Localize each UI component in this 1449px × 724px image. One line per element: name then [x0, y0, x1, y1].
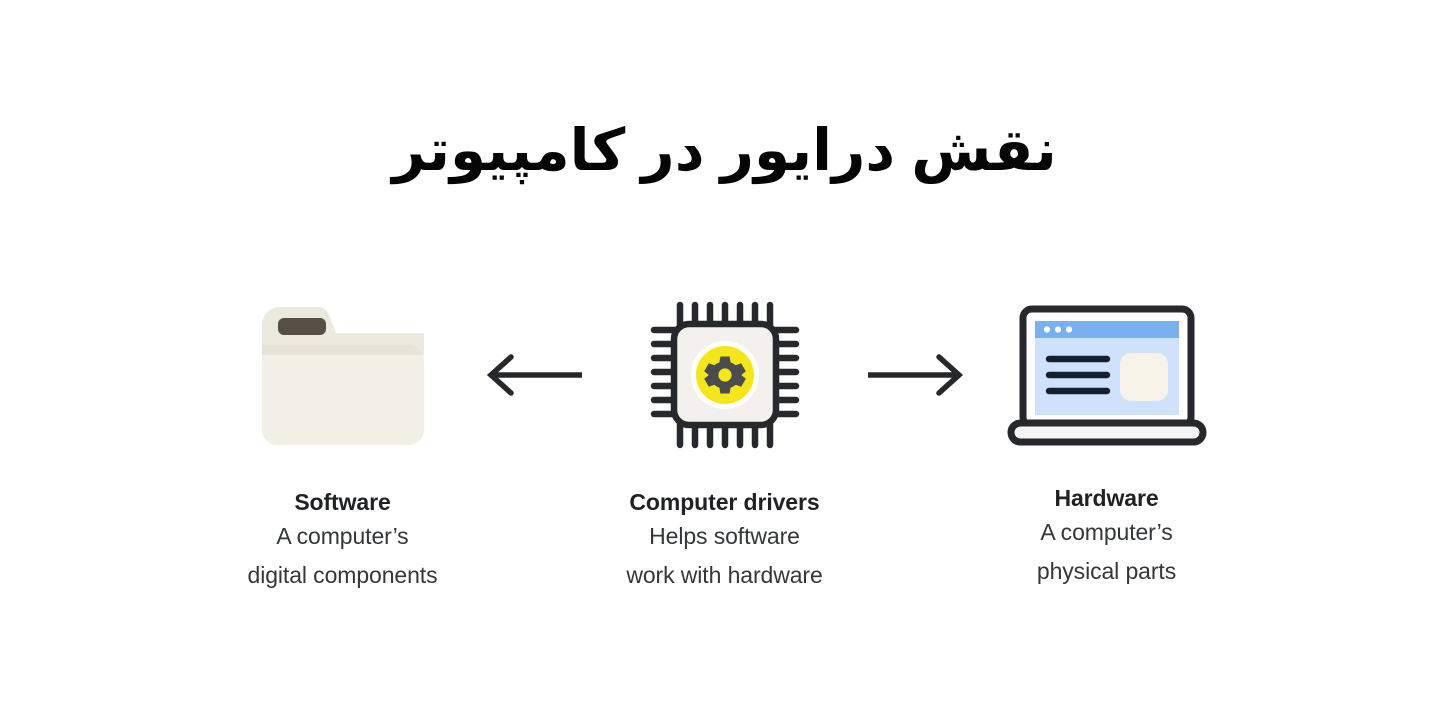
arrow-right-icon — [867, 354, 963, 396]
folder-tab-label — [277, 317, 326, 335]
drivers-title: Computer drivers — [629, 489, 820, 515]
window-dots — [1043, 325, 1072, 333]
laptop-icon-container — [1007, 290, 1207, 460]
laptop-icon — [1007, 305, 1206, 445]
folder-icon — [261, 306, 424, 445]
drivers-label-block: Computer drivers Helps software work wit… — [626, 488, 822, 596]
software-desc-line-1: A computer’s — [276, 522, 409, 549]
arrow-to-software-container — [459, 290, 609, 460]
cpu-chip-icon-container — [650, 290, 800, 460]
drivers-desc-line-1: Helps software — [649, 522, 800, 549]
window-titlebar — [1034, 320, 1179, 338]
arrow-left-icon — [486, 354, 582, 396]
folder-icon-container — [258, 290, 428, 460]
hardware-label-block: Hardware A computer’s physical parts — [1037, 484, 1176, 592]
screen-content-card — [1119, 352, 1168, 401]
hardware-desc-line-2: physical parts — [1036, 558, 1177, 585]
hardware-title: Hardware — [1054, 485, 1159, 511]
laptop-base — [1007, 419, 1206, 445]
screen-content-lines — [1045, 355, 1110, 394]
node-drivers: Computer drivers Helps software work wit… — [609, 290, 841, 596]
node-hardware: Hardware A computer’s physical parts — [991, 290, 1223, 592]
gear-icon — [703, 356, 746, 394]
software-title: Software — [294, 489, 391, 515]
cpu-chip-gear-icon — [650, 301, 799, 449]
software-desc-line-2: digital components — [247, 562, 438, 589]
software-label-block: Software A computer’s digital components — [248, 488, 438, 596]
page-title: نقش درایور در کامپیوتر — [392, 118, 1057, 183]
node-software: Software A computer’s digital components — [227, 290, 459, 596]
diagram-row: Software A computer’s digital components — [0, 290, 1449, 596]
hardware-desc-line-1: A computer’s — [1040, 518, 1173, 545]
drivers-desc-line-2: work with hardware — [626, 562, 823, 589]
arrow-to-hardware-container — [841, 290, 991, 460]
